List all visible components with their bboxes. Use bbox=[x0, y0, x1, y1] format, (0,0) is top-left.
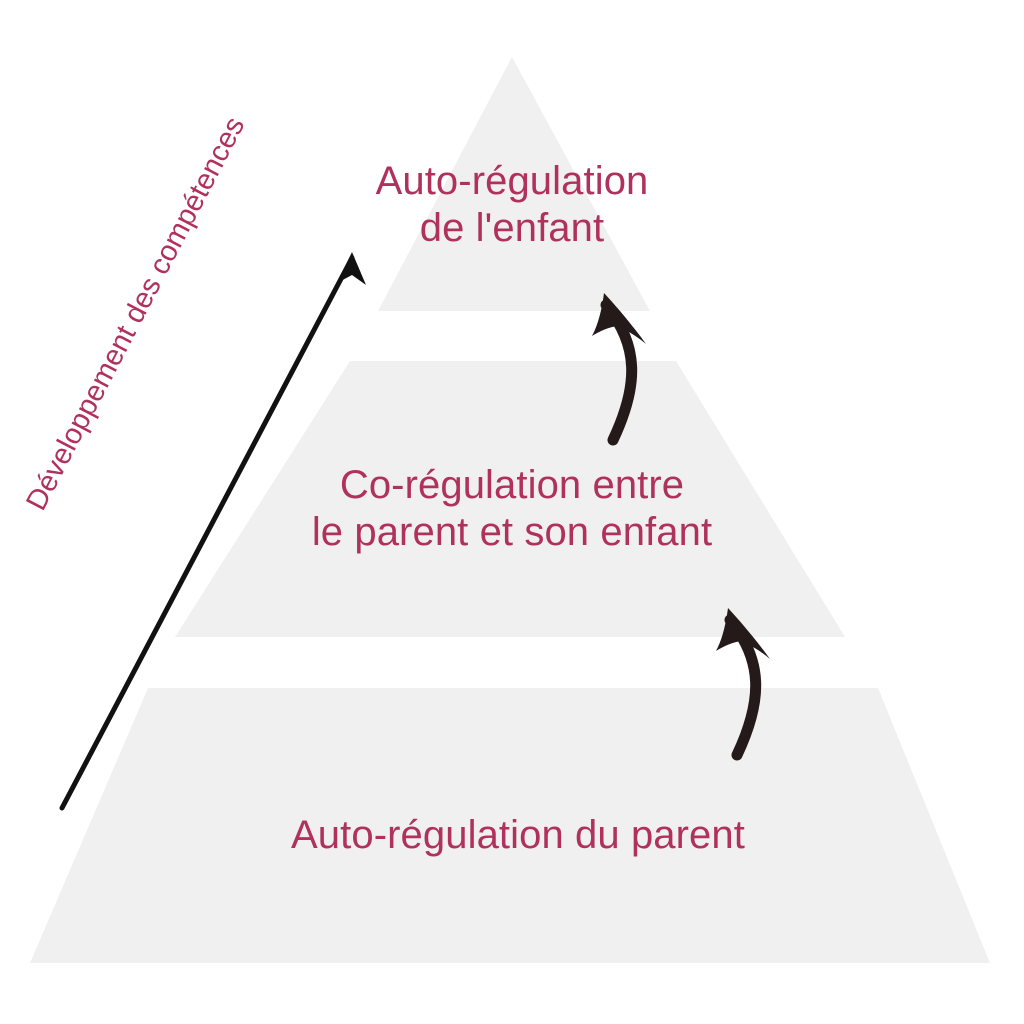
progression-arrow-head bbox=[337, 252, 366, 285]
tier-label-top: Auto-régulation de l'enfant bbox=[375, 159, 649, 251]
tier-label-bottom: Auto-régulation du parent bbox=[291, 813, 745, 857]
pyramid-tier-top[interactable] bbox=[378, 57, 650, 311]
pyramid-tier-middle[interactable] bbox=[175, 361, 845, 637]
pyramid-tier-bottom[interactable] bbox=[30, 688, 990, 963]
arrow-middle-to-top bbox=[592, 293, 646, 446]
arrow-bottom-to-middle-head bbox=[716, 608, 770, 659]
progression-arrow bbox=[59, 252, 366, 811]
tier-label-middle: Co-régulation entre le parent et son enf… bbox=[311, 463, 713, 555]
arrow-middle-to-top-head bbox=[592, 293, 646, 344]
arrow-bottom-to-middle bbox=[716, 608, 770, 761]
